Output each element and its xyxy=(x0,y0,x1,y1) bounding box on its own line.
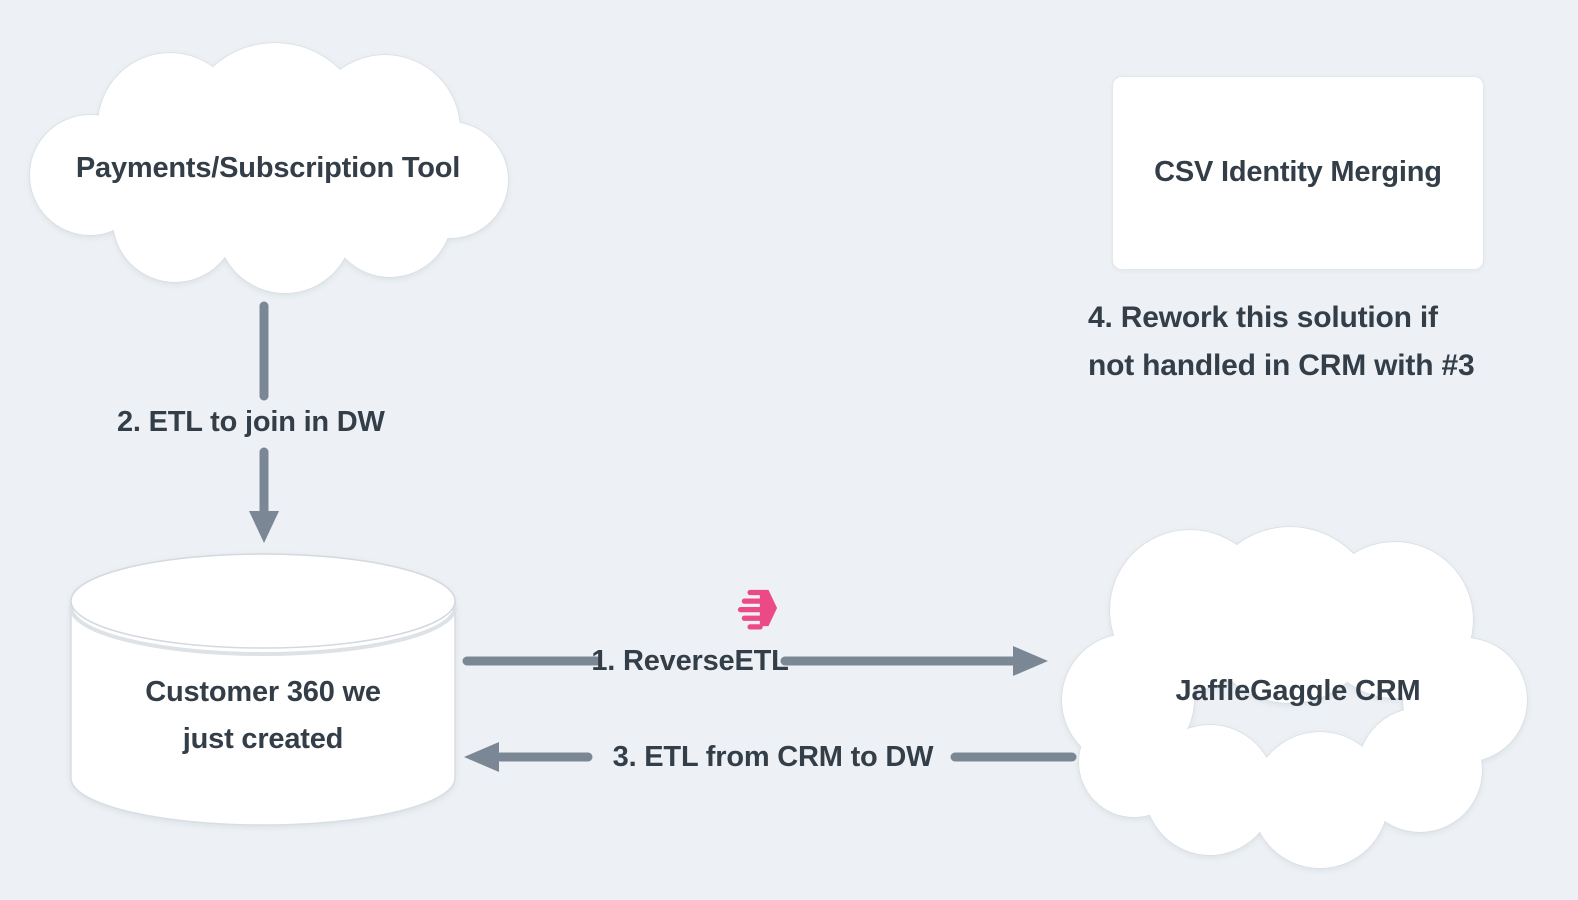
edge-label-etl-from-crm: 3. ETL from CRM to DW xyxy=(612,741,934,773)
cloud-shape xyxy=(29,42,509,294)
database-cylinder-shape xyxy=(69,553,457,826)
note-4-line1: 4. Rework this solution if xyxy=(1088,301,1438,334)
arrow-reverse-etl xyxy=(462,646,1048,676)
csv-identity-card-label: CSV Identity Merging xyxy=(1154,156,1442,189)
cloud-shape xyxy=(1061,526,1528,869)
arrow-etl-from-crm xyxy=(464,742,1077,772)
customer360-db-node: Customer 360 we just created xyxy=(68,551,458,827)
edge-label-etl-join-dw: 2. ETL to join in DW xyxy=(117,406,385,438)
grouparoo-logo-icon xyxy=(737,589,778,630)
customer360-db-label-line2: just created xyxy=(182,723,344,755)
csv-identity-card: CSV Identity Merging xyxy=(1112,76,1484,270)
customer360-db-label-line1: Customer 360 we xyxy=(145,676,381,708)
note-4-line2: not handled in CRM with #3 xyxy=(1088,349,1475,382)
note-4: 4. Rework this solution if not handled i… xyxy=(1088,294,1475,390)
crm-cloud-node: JaffleGaggle CRM xyxy=(1058,522,1538,872)
payments-cloud-label: Payments/Subscription Tool xyxy=(75,152,461,185)
arrow-etl-join-dw xyxy=(249,301,279,543)
payments-cloud-node: Payments/Subscription Tool xyxy=(18,36,518,302)
crm-cloud-label: JaffleGaggle CRM xyxy=(1175,675,1421,708)
edge-label-reverse-etl: 1. ReverseETL xyxy=(591,645,789,677)
